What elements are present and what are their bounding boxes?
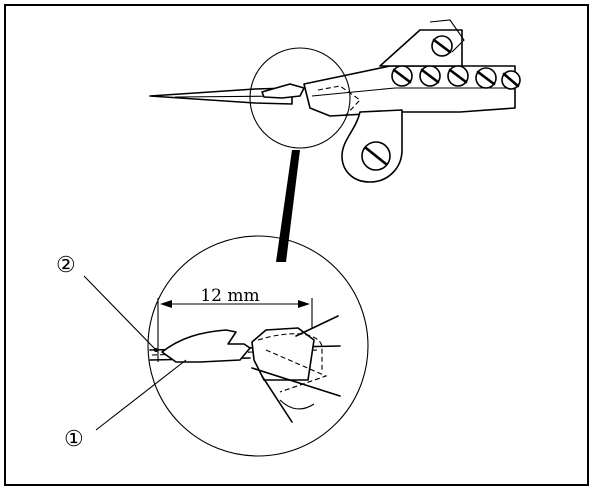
hook-point-icon <box>161 329 251 363</box>
screw-icon <box>501 70 521 90</box>
upper-screws <box>361 35 521 171</box>
callout-2-label: ② <box>56 253 76 278</box>
screw-icon <box>361 141 391 171</box>
dimension-label: 12 mm <box>200 286 259 306</box>
screw-icon <box>475 67 497 89</box>
callout-2: ② <box>56 253 158 352</box>
screw-icon <box>391 65 413 87</box>
callout-1: ① <box>64 359 187 452</box>
upper-assembly <box>149 19 516 183</box>
enlarged-detail <box>149 315 341 423</box>
screw-icon <box>447 65 469 87</box>
dimension-12mm: 12 mm <box>157 286 313 362</box>
magnifier-pointer <box>276 150 300 262</box>
callout-1-label: ① <box>64 427 84 452</box>
detail-circle-small <box>249 47 351 149</box>
detail-circle-large <box>147 235 369 457</box>
screw-icon <box>419 65 441 87</box>
hook-tip-icon <box>261 83 305 99</box>
screw-icon <box>431 35 453 57</box>
figure-frame <box>4 4 589 486</box>
holder-block <box>251 327 315 381</box>
